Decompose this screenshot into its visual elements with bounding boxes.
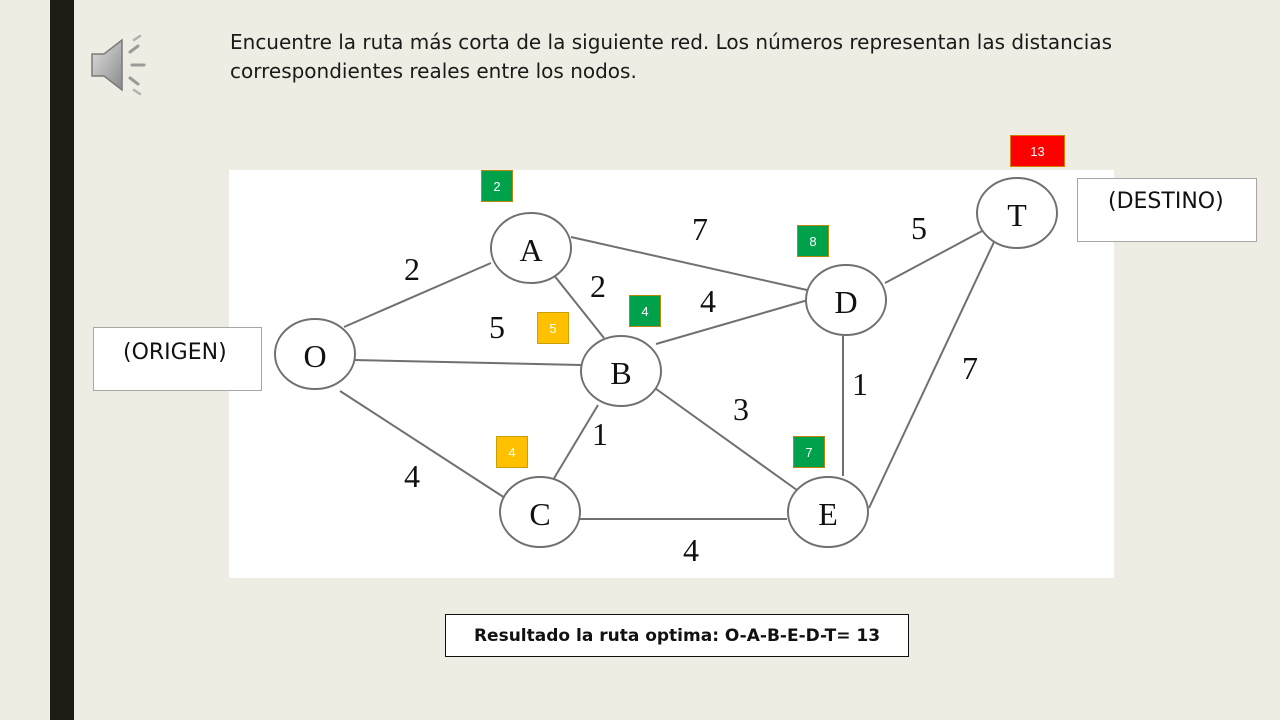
badge-node-B-orange: 5 — [537, 312, 569, 344]
edge-B-C — [552, 404, 599, 481]
weight-B-D: 4 — [700, 283, 716, 319]
node-T: T — [976, 177, 1058, 249]
result-box: Resultado la ruta optima: O-A-B-E-D-T= 1… — [445, 614, 909, 657]
network-diagram-panel — [229, 170, 1114, 578]
node-C: C — [499, 476, 581, 548]
node-label-B: B — [610, 355, 631, 391]
weight-A-B: 2 — [590, 268, 606, 304]
instruction-text: Encuentre la ruta más corta de la siguie… — [230, 28, 1130, 86]
badge-node-A: 2 — [481, 170, 513, 202]
left-accent-bar — [50, 0, 74, 720]
speaker-icon[interactable] — [86, 32, 158, 98]
badge-node-E: 7 — [793, 436, 825, 468]
edge-O-A — [343, 262, 492, 328]
edge-O-B — [353, 359, 582, 366]
destination-label: (DESTINO) — [1077, 178, 1257, 242]
badge-node-D: 8 — [797, 225, 829, 257]
node-E: E — [787, 476, 869, 548]
edge-B-E — [651, 385, 802, 494]
weight-O-B: 5 — [489, 309, 505, 345]
weight-D-T: 5 — [911, 210, 927, 246]
weight-C-E: 4 — [683, 532, 699, 568]
weight-O-C: 4 — [404, 458, 420, 494]
instruction-line-1: Encuentre la ruta más corta de la siguie… — [230, 30, 1113, 54]
instruction-line-2: correspondientes reales entre los nodos. — [230, 59, 637, 83]
node-label-A: A — [519, 232, 542, 268]
edge-D-T — [884, 229, 985, 284]
node-label-T: T — [1007, 197, 1027, 233]
weight-B-C: 1 — [592, 416, 608, 452]
node-B: B — [580, 335, 662, 407]
node-label-D: D — [834, 284, 857, 320]
badge-node-C: 4 — [496, 436, 528, 468]
node-label-E: E — [818, 496, 838, 532]
origin-label: (ORIGEN) — [93, 327, 262, 391]
edge-A-D — [570, 236, 808, 291]
badge-node-B-green: 4 — [629, 295, 661, 327]
node-label-O: O — [303, 338, 326, 374]
edge-A-B — [552, 273, 605, 339]
weight-A-D: 7 — [692, 211, 708, 247]
edge-E-T — [868, 241, 995, 509]
weight-D-E: 1 — [852, 366, 868, 402]
weight-O-A: 2 — [404, 251, 420, 287]
edge-B-D — [655, 299, 809, 345]
weight-E-T: 7 — [962, 350, 978, 386]
edge-O-C — [339, 390, 506, 499]
node-A: A — [490, 212, 572, 284]
node-label-C: C — [529, 496, 550, 532]
badge-node-T: 13 — [1010, 135, 1065, 167]
node-D: D — [805, 264, 887, 336]
network-graph: 2 5 4 2 7 1 4 3 4 1 5 7 O A B C D E T — [274, 177, 1058, 568]
node-O: O — [274, 318, 356, 390]
weight-B-E: 3 — [733, 391, 749, 427]
